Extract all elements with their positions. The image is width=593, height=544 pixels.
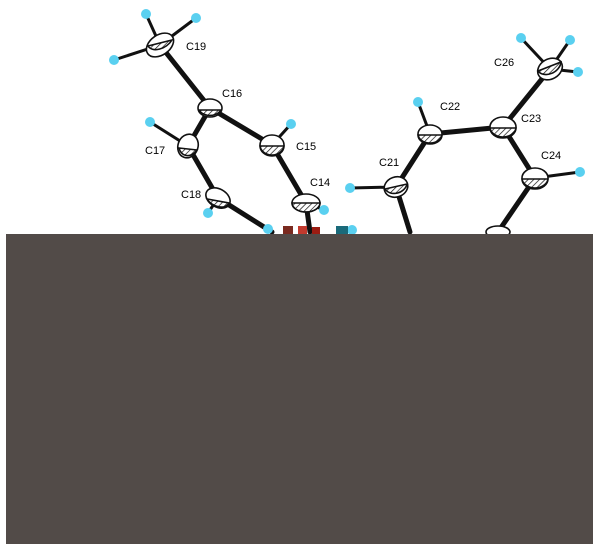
atom-c26 — [536, 57, 564, 81]
label-c21: C21 — [379, 157, 399, 169]
hydrogen-atom — [347, 225, 357, 235]
label-c26: C26 — [494, 57, 514, 69]
label-c18: C18 — [181, 189, 201, 201]
atom-c23 — [489, 116, 517, 139]
hydrogen-atom — [345, 183, 355, 193]
obscuring-overlay — [6, 234, 593, 544]
atom-c24 — [521, 167, 549, 190]
hydrogen-atom — [203, 208, 213, 218]
atom-c21 — [383, 175, 409, 199]
hydrogen-atoms — [109, 9, 585, 235]
atom-c15 — [259, 134, 285, 157]
hydrogen-atom — [286, 119, 296, 129]
hydrogen-atom — [109, 55, 119, 65]
label-c14: C14 — [310, 177, 330, 189]
atom-c18 — [205, 187, 231, 209]
label-c23: C23 — [521, 113, 541, 125]
label-c24: C24 — [541, 150, 561, 162]
hydrogen-atom — [413, 97, 423, 107]
hydrogen-atom — [145, 117, 155, 127]
hydrogen-atom — [565, 35, 575, 45]
atom-c17 — [176, 133, 200, 159]
hydrogen-atom — [573, 67, 583, 77]
hydrogen-atom — [575, 167, 585, 177]
label-c19: C19 — [186, 41, 206, 53]
atom-labels: C19 C16 C17 C15 C18 C14 C21 C22 C26 C23 … — [145, 41, 561, 201]
atom-c14 — [291, 193, 321, 213]
carbon-atoms — [145, 32, 564, 213]
hydrogen-atom — [319, 205, 329, 215]
atom-c22 — [417, 124, 443, 145]
atom-c16 — [197, 98, 223, 118]
label-c22: C22 — [440, 101, 460, 113]
label-c16: C16 — [222, 88, 242, 100]
bond-c19-c16 — [157, 42, 213, 111]
hydrogen-atom — [263, 224, 273, 234]
hydrogen-atom — [516, 33, 526, 43]
label-c15: C15 — [296, 141, 316, 153]
hydrogen-atom — [141, 9, 151, 19]
hydrogen-atom — [191, 13, 201, 23]
label-c17: C17 — [145, 145, 165, 157]
atom-c19 — [145, 32, 175, 58]
